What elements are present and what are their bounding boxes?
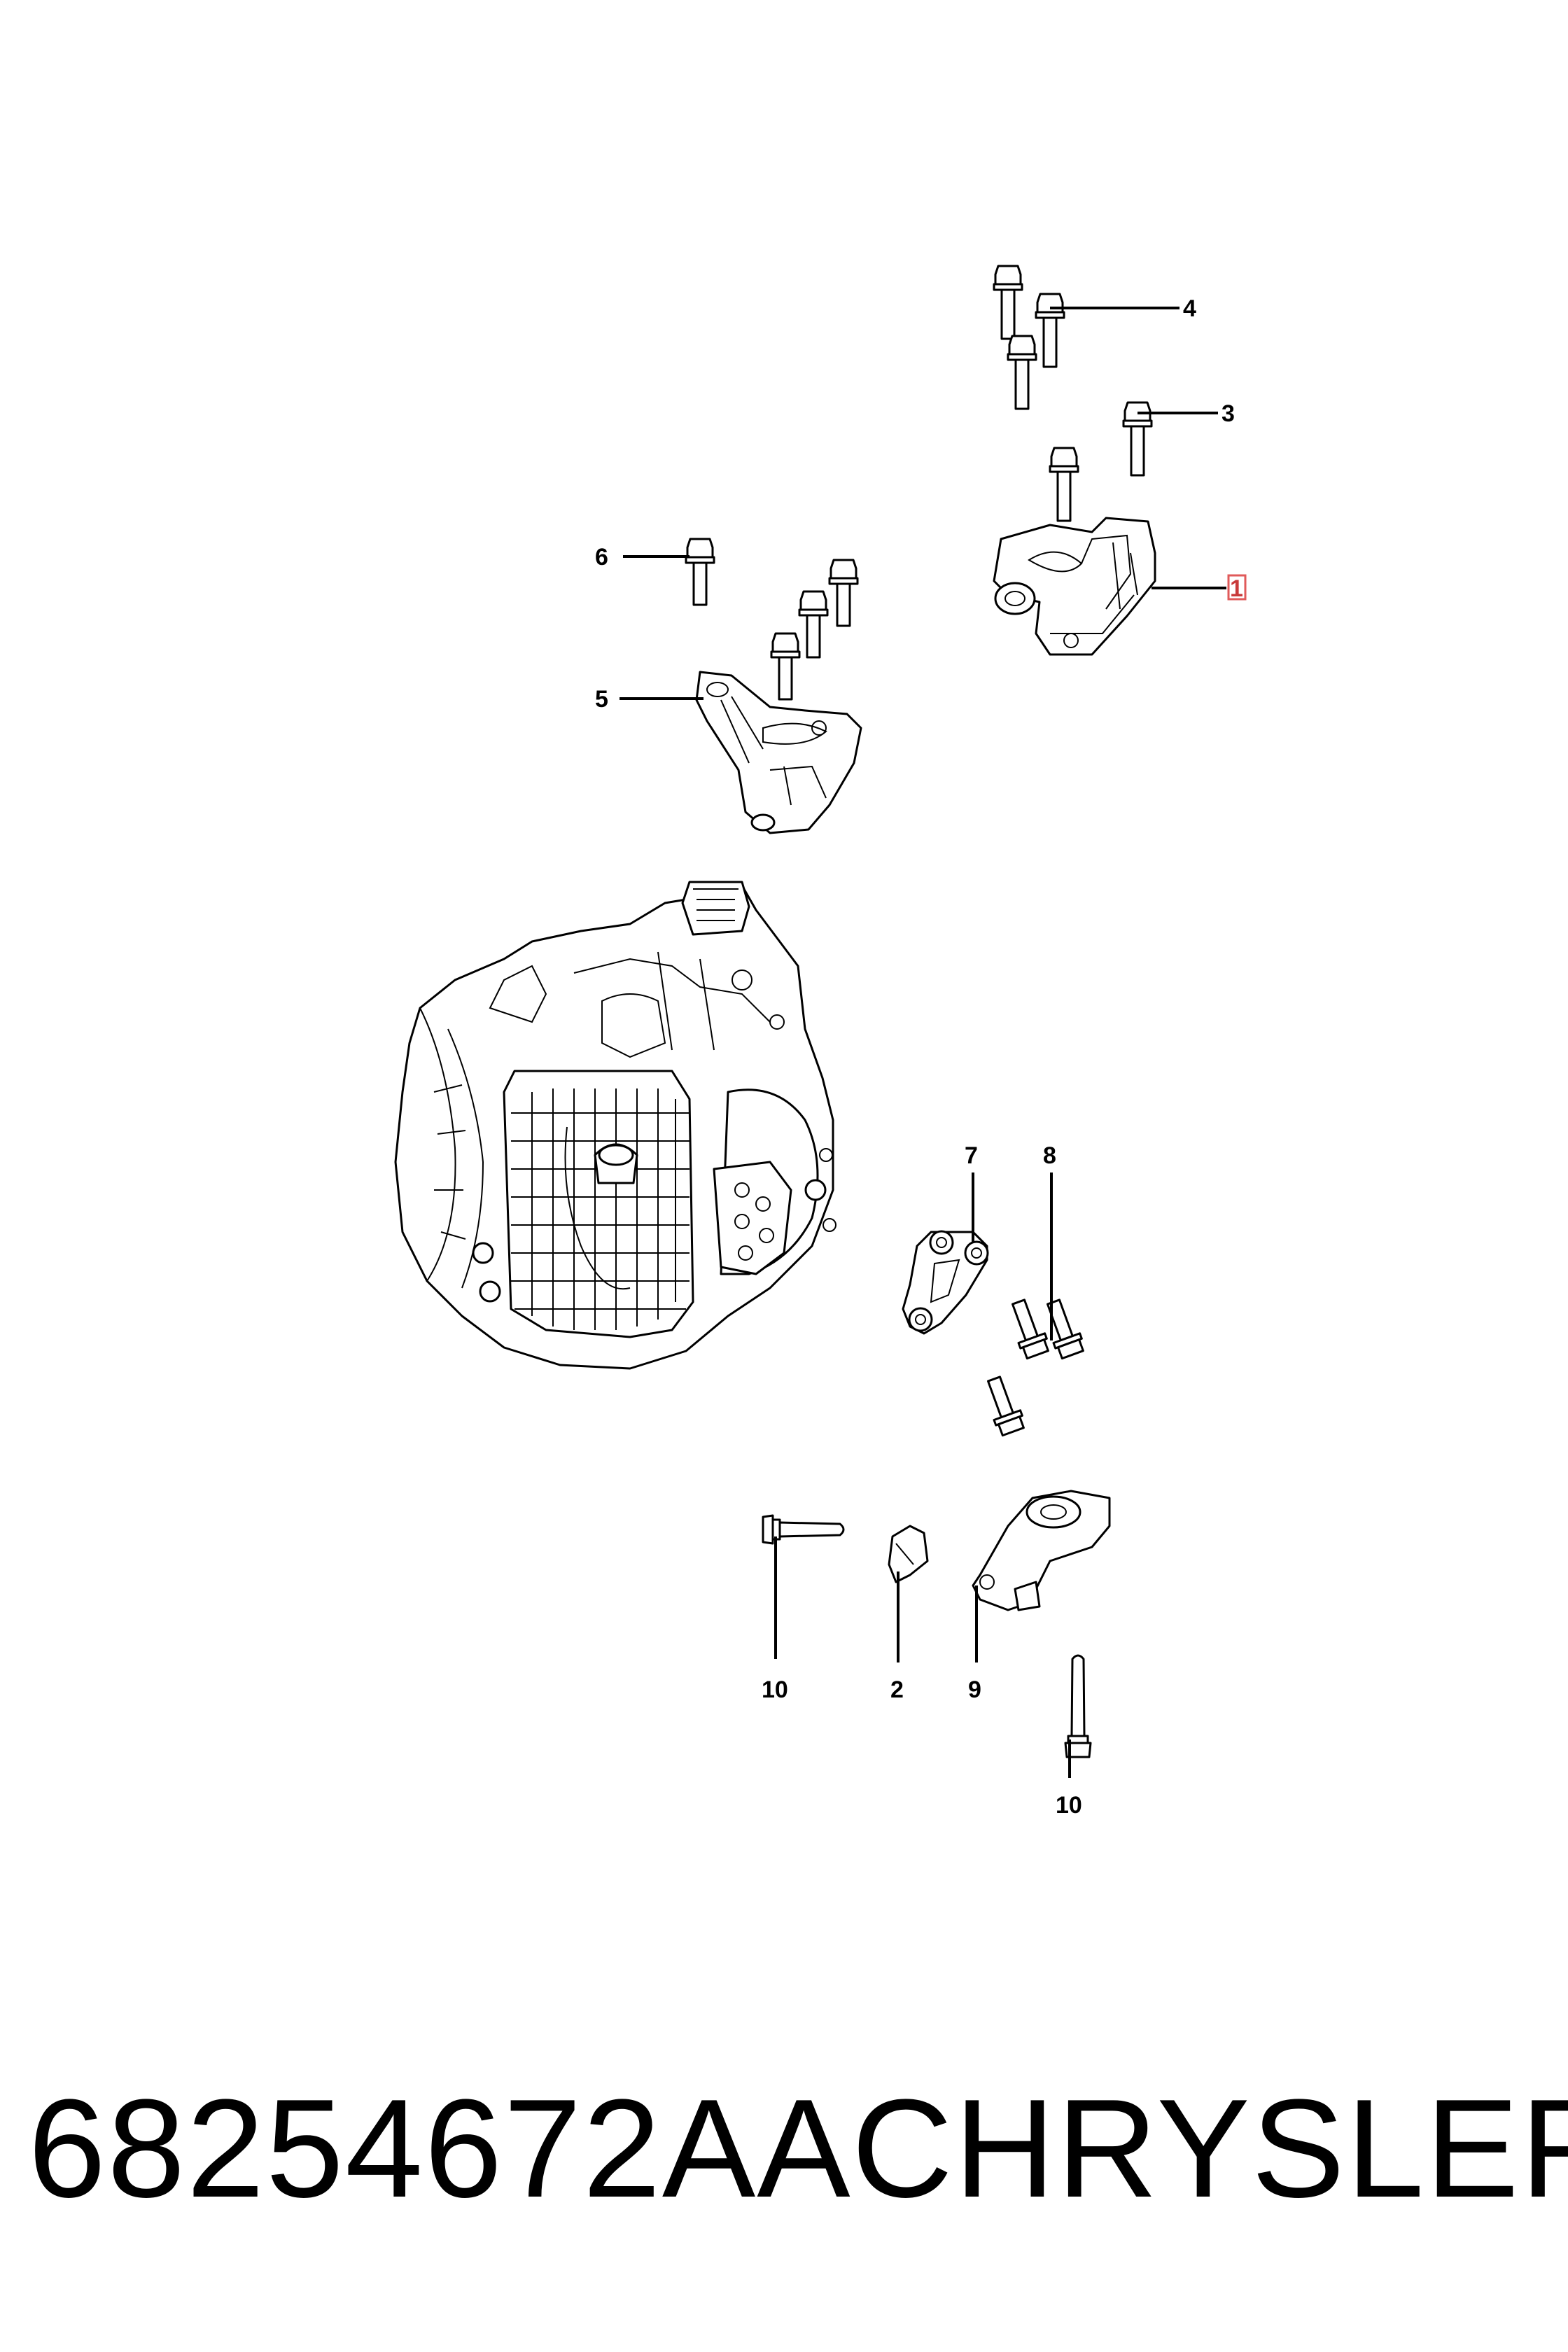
bolt [1011, 1298, 1049, 1360]
brand-name: CHRYSLER [851, 2071, 1568, 2227]
callout-10-right: 10 [1056, 1792, 1082, 1819]
callout-3: 3 [1222, 400, 1235, 427]
mount-part-9 [972, 1490, 1111, 1611]
callout-6: 6 [595, 544, 608, 570]
bolt [1007, 335, 1037, 410]
bolt [987, 1376, 1025, 1437]
bolt [770, 632, 801, 701]
bolt [685, 538, 715, 606]
callout-4: 4 [1183, 295, 1196, 322]
part-number: 68254672AA [28, 2071, 852, 2227]
shield-part-2 [888, 1525, 929, 1583]
bolt-part-10-left [762, 1514, 845, 1545]
bolt-group-6 [685, 538, 859, 701]
callout-5: 5 [595, 686, 608, 713]
callout-7: 7 [965, 1142, 978, 1169]
bolt-group-4 [993, 265, 1065, 410]
bolt [1049, 447, 1079, 522]
bolt-part-10-right [1064, 1654, 1092, 1758]
callout-labels: 4 3 1 6 5 7 8 10 2 9 10 [595, 295, 1247, 1819]
callout-9: 9 [968, 1676, 981, 1703]
callout-8: 8 [1043, 1142, 1056, 1169]
callout-1: 1 [1230, 575, 1243, 602]
callout-1-highlight [1227, 574, 1247, 601]
transmission-assembly [394, 881, 836, 1370]
callout-2: 2 [890, 1676, 904, 1703]
bolt-group-3 [1049, 401, 1153, 522]
bolt [798, 590, 829, 659]
bolt [1035, 293, 1065, 368]
engine-mount-part-1 [993, 517, 1156, 656]
bracket-part-7 [902, 1230, 989, 1335]
bolt-group-8 [987, 1298, 1084, 1437]
footer: 68254672AA CHRYSLER [28, 2071, 1568, 2227]
bolt [1046, 1298, 1084, 1360]
bolt [828, 559, 859, 627]
bracket-part-5 [695, 671, 862, 834]
leader-lines [620, 307, 1226, 1778]
callout-10-left: 10 [762, 1676, 788, 1703]
bolt [993, 265, 1023, 340]
